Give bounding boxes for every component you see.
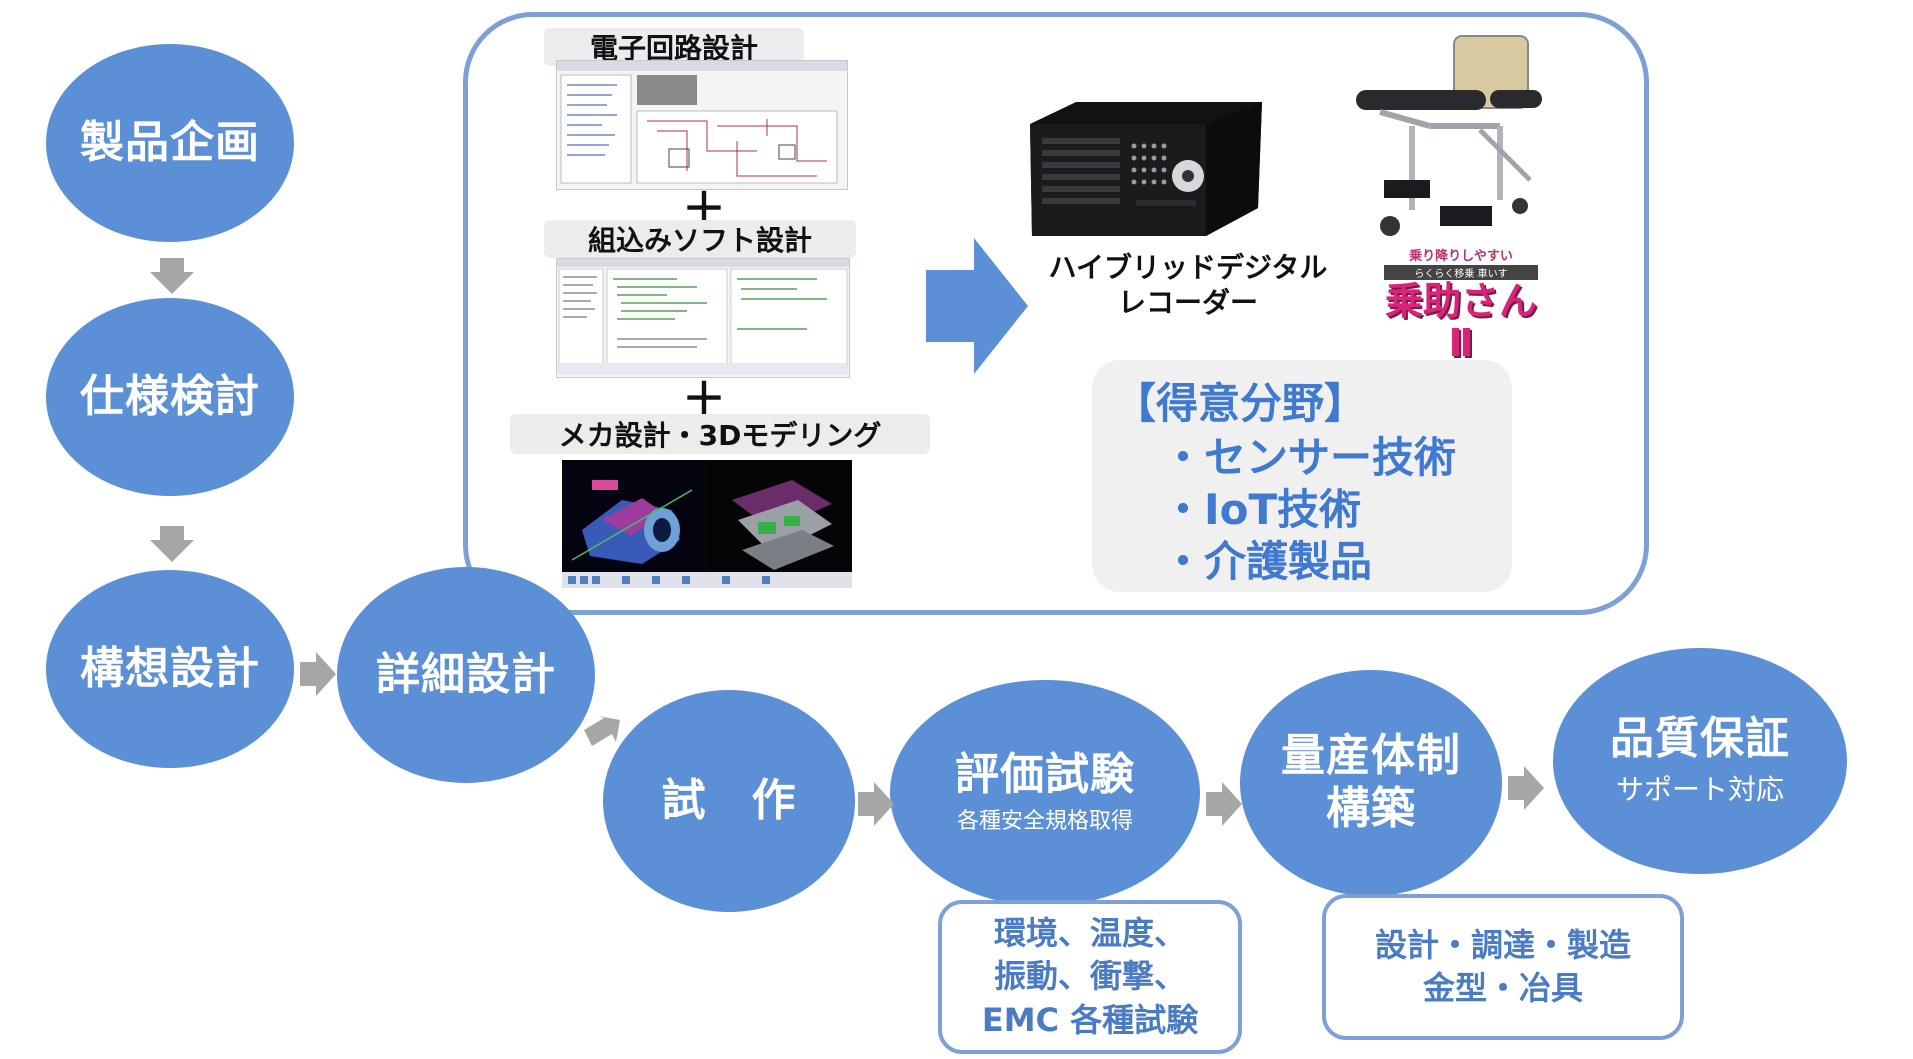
step-evaluation-test: 評価試験 各種安全規格取得 [890, 680, 1200, 906]
step-label: 構想設計 [80, 642, 260, 694]
wheelchair-tagline: 乗り降りしやすい [1409, 249, 1513, 264]
production-line: 設計・調達・製造 [1374, 925, 1631, 964]
step-sublabel: 各種安全規格取得 [956, 809, 1133, 835]
cad-model-icon [562, 460, 852, 588]
wheelchair-name: 乗助さんⅡ [1384, 279, 1537, 365]
step-label: 試 作 [661, 774, 797, 826]
step-label: 製品企画 [80, 116, 260, 168]
arrow-right-icon [300, 652, 336, 696]
wheelchair-logo: 乗り降りしやすい らくらく移乗 車いす 乗助さんⅡ [1376, 245, 1546, 364]
code-editor-icon [557, 259, 849, 375]
circuit-schematic-screenshot [556, 60, 848, 190]
step-mass-production: 量産体制 構築 [1240, 670, 1502, 896]
step-detailed-design: 詳細設計 [337, 567, 595, 783]
step-label: 仕様検討 [80, 370, 260, 422]
specialty-item: ・介護製品 [1162, 537, 1373, 586]
step-prototype: 試 作 [603, 690, 855, 912]
production-line: 金型・冶具 [1422, 969, 1583, 1007]
design-showcase-frame [463, 12, 1649, 615]
arrow-down-icon [150, 526, 194, 562]
step-concept-design: 構想設計 [46, 570, 294, 768]
wheelchair-icon [1356, 35, 1542, 236]
wheelchair-subtagline: らくらく移乗 車いす [1384, 265, 1538, 280]
recorder-caption: ハイブリッドデジタル レコーダー [1048, 250, 1328, 320]
arrow-right-icon [584, 716, 620, 746]
arrow-right-icon [926, 238, 1028, 374]
evaluation-tests-box: 環境、温度、 振動、衝撃、 EMC 各種試験 [938, 900, 1242, 1054]
step-label: 品質保証 [1610, 713, 1790, 765]
firmware-design-label: 組込みソフト設計 [544, 220, 856, 258]
arrow-right-icon [1508, 766, 1544, 810]
recorder-caption-line: ハイブリッドデジタル [1048, 251, 1328, 284]
arrow-right-icon [1206, 782, 1242, 826]
arrow-down-icon [150, 258, 194, 294]
circuit-design-label: 電子回路設計 [544, 28, 804, 66]
arrow-right-icon [858, 782, 894, 826]
tests-line: 振動、衝撃、 [993, 957, 1186, 996]
tests-line: 環境、温度、 [993, 914, 1186, 953]
mechanical-design-label: メカ設計・3Dモデリング [510, 414, 930, 454]
step-label: 構築 [1326, 783, 1416, 834]
transfer-wheelchair-photo [1350, 30, 1550, 254]
step-label: 詳細設計 [376, 648, 556, 700]
specialty-item: ・センサー技術 [1162, 433, 1457, 482]
recorder-device-icon [1030, 102, 1262, 236]
hybrid-recorder-photo [1026, 96, 1266, 248]
step-label: 量産体制 [1281, 730, 1461, 782]
specialty-title: 【得意分野】 [1114, 379, 1367, 428]
3d-modeling-screenshot [562, 460, 852, 588]
firmware-ide-screenshot [556, 258, 850, 378]
recorder-caption-line: レコーダー [1117, 286, 1258, 319]
specialty-fields-box: 【得意分野】 ・センサー技術 ・IoT技術 ・介護製品 [1092, 360, 1512, 592]
schematic-icon [557, 61, 847, 184]
step-sublabel: サポート対応 [1615, 773, 1784, 807]
step-spec-review: 仕様検討 [46, 298, 294, 496]
step-product-planning: 製品企画 [46, 44, 294, 242]
specialty-item: ・IoT技術 [1162, 485, 1362, 534]
production-setup-box: 設計・調達・製造 金型・冶具 [1322, 894, 1684, 1040]
step-quality-assurance: 品質保証 サポート対応 [1553, 648, 1847, 874]
tests-line: EMC 各種試験 [981, 1000, 1199, 1039]
step-label: 評価試験 [955, 749, 1135, 801]
